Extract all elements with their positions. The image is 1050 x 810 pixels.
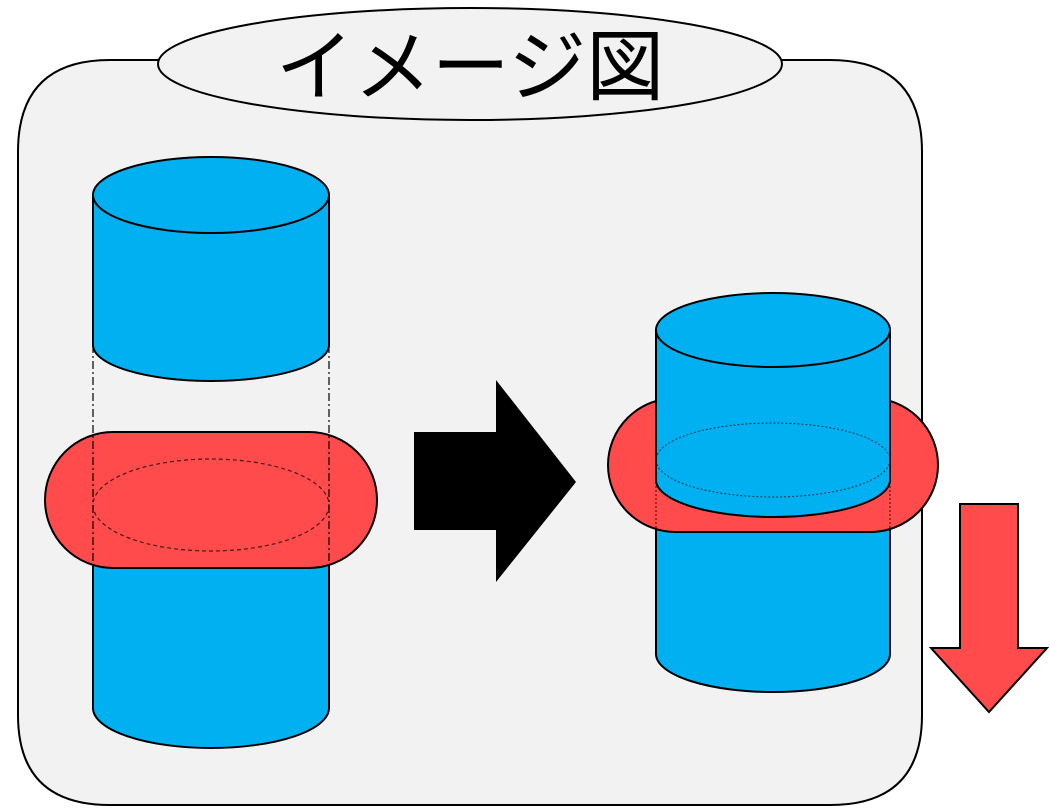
upper-cylinder <box>92 156 330 382</box>
red-band <box>44 431 378 569</box>
diagram-title: イメージ図 <box>276 23 664 113</box>
outer-cylinder <box>655 489 891 693</box>
right-arrow-icon <box>414 380 576 582</box>
title-badge: イメージ図 <box>157 7 783 121</box>
lower-cylinder <box>92 559 330 749</box>
dashed-guide-lines <box>92 345 330 565</box>
title-ellipse <box>157 7 783 121</box>
inner-cylinder <box>655 292 891 518</box>
dashed-ellipse-after <box>655 422 891 498</box>
before-assembly <box>44 156 378 749</box>
after-assembly <box>607 292 939 693</box>
down-arrow-icon <box>928 503 1050 714</box>
